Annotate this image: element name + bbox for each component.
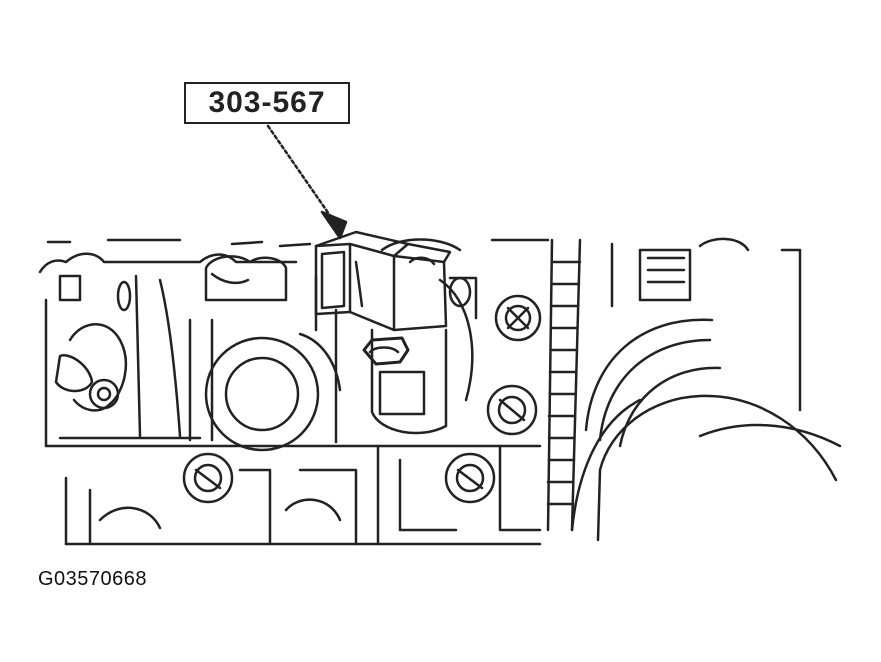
figure-id-label: G03570668 — [38, 568, 148, 590]
bolt-icon-middle-right — [486, 384, 538, 436]
timing-tool-icon — [314, 230, 478, 366]
timing-belt — [546, 238, 582, 532]
leader-arrow-icon — [266, 124, 348, 240]
cam-journal-left — [54, 274, 182, 438]
tool-number-callout: 303-567 — [184, 82, 350, 124]
cam-journal-center — [188, 255, 342, 452]
bolt-icon-left — [88, 378, 120, 410]
tool-number-label: 303-567 — [208, 86, 326, 119]
cylinder-head-outline — [38, 238, 550, 546]
cam-journal-right — [370, 278, 474, 435]
bolt-icon-lower-right — [444, 452, 496, 504]
bolt-icon-upper-right — [494, 294, 542, 342]
lower-housing — [64, 444, 542, 546]
bolt-icon-lower-left — [182, 452, 234, 504]
cam-sprocket — [570, 237, 842, 542]
